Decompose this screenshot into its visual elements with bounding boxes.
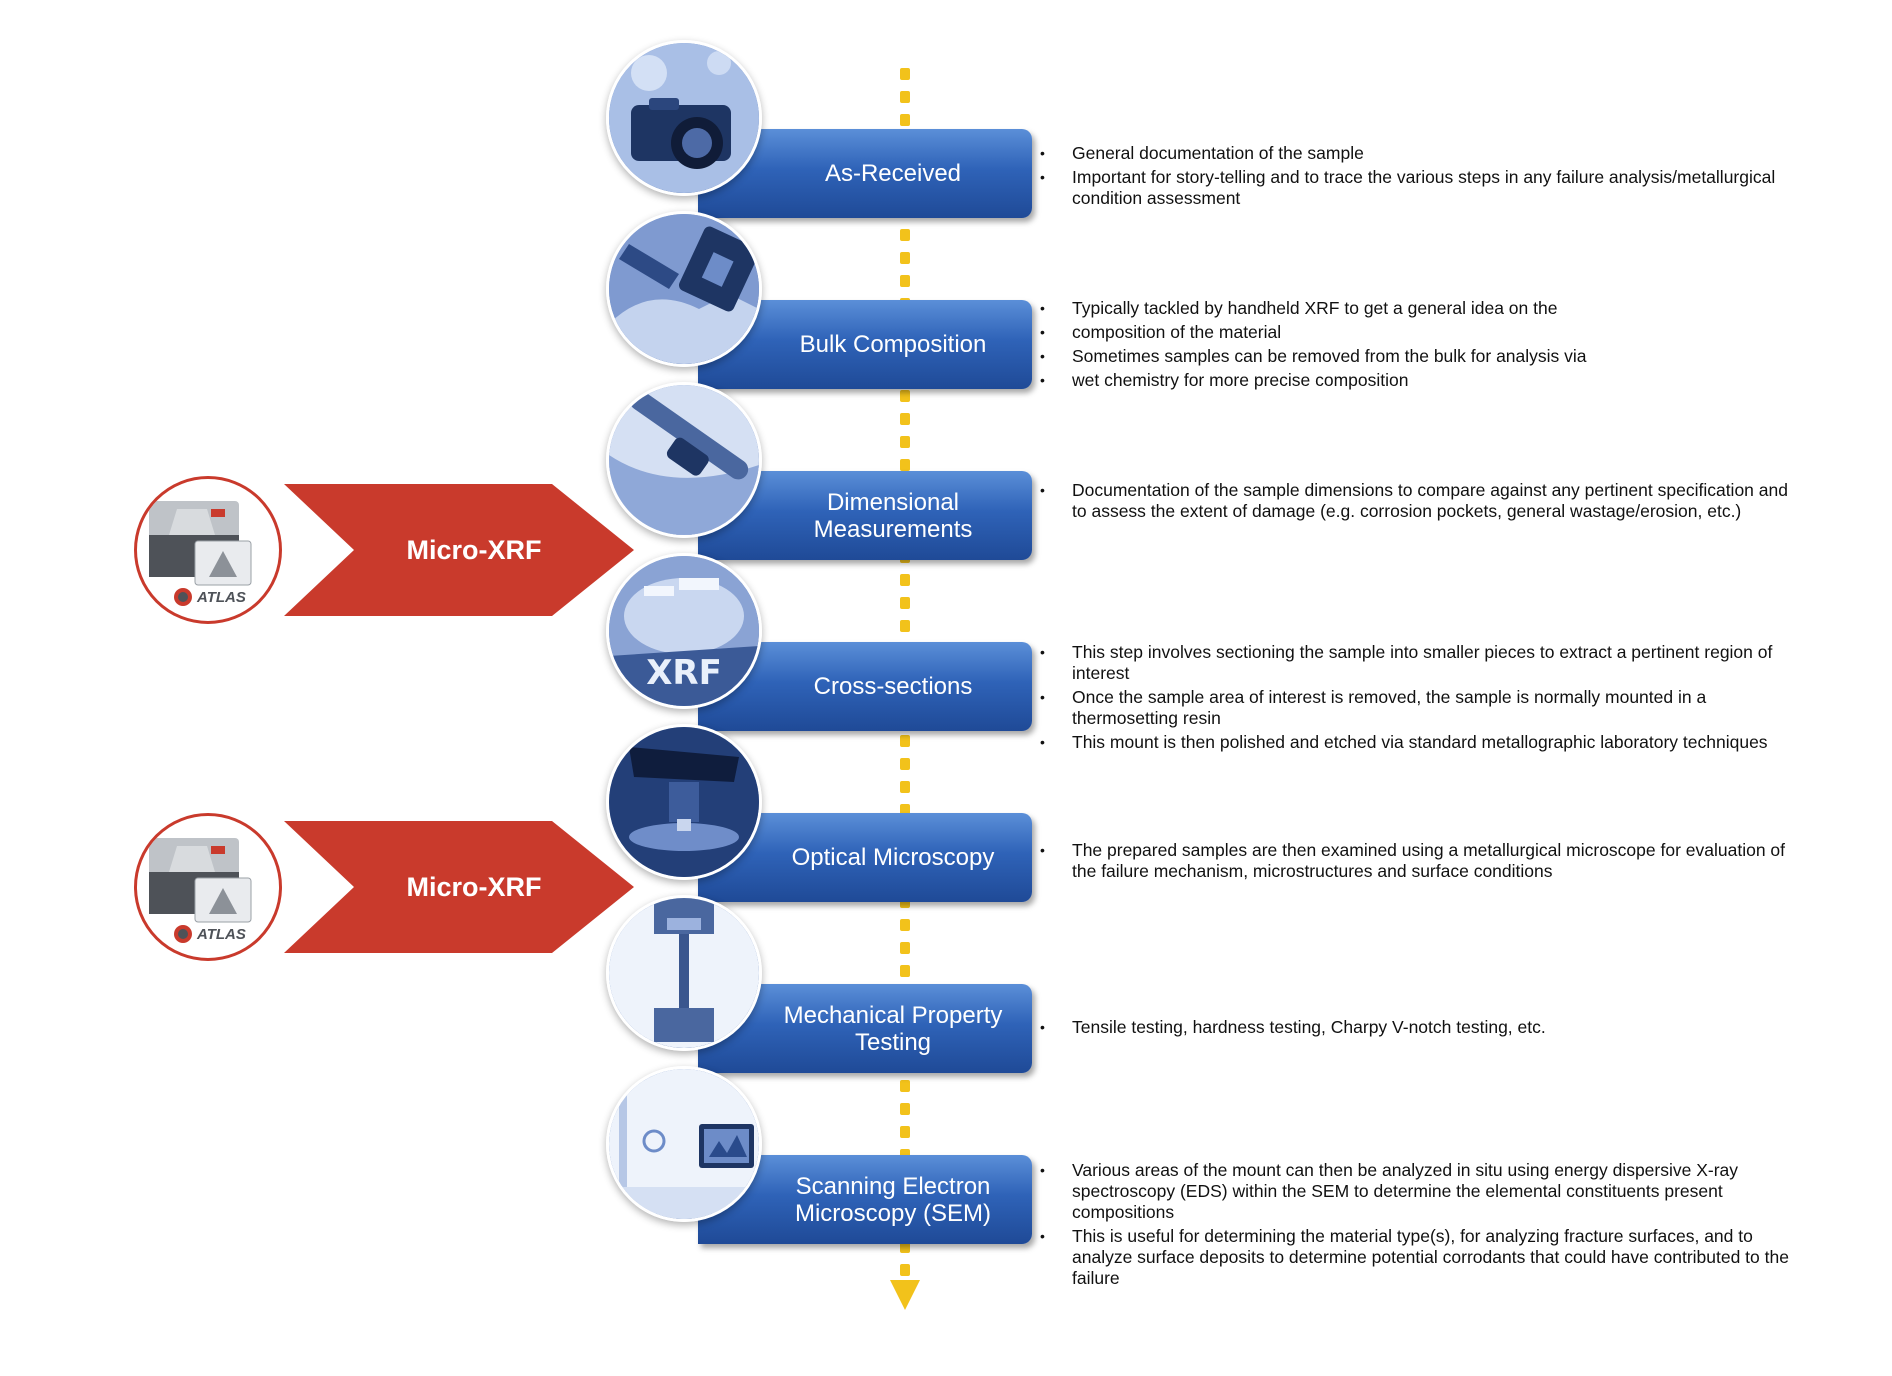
timeline-dot: [900, 1264, 910, 1276]
description-bullet: Typically tackled by handheld XRF to get…: [1040, 298, 1800, 319]
timeline-dot: [900, 390, 910, 402]
description-bullet-list: This step involves sectioning the sample…: [1040, 642, 1800, 753]
step-title: Scanning Electron Microscopy (SEM): [794, 1172, 992, 1227]
step-title-bar: Dimensional Measurements: [698, 471, 1032, 560]
step-description: Tensile testing, hardness testing, Charp…: [1040, 1017, 1800, 1041]
timeline-dot: [900, 574, 910, 586]
timeline-dot: [900, 252, 910, 264]
step-description: This step involves sectioning the sample…: [1040, 642, 1800, 756]
timeline-dot: [900, 919, 910, 931]
micro-xrf-label: Micro-XRF: [406, 534, 542, 565]
step-photo-art: XRF: [609, 556, 759, 706]
step-photo-art: [609, 385, 759, 535]
timeline-dot: [900, 620, 910, 632]
timeline-dot: [900, 229, 910, 241]
description-bullet: This is useful for determining the mater…: [1040, 1226, 1800, 1289]
atlas-logo-text: ATLAS: [196, 926, 246, 943]
step-description: Documentation of the sample dimensions t…: [1040, 480, 1800, 525]
process-step: Bulk Composition: [606, 211, 1034, 401]
micro-xrf-callout: ATLAS Micro-XRF: [134, 813, 634, 963]
process-step: Dimensional Measurements: [606, 382, 1034, 572]
process-step: Optical Microscopy: [606, 724, 1034, 914]
step-photo-art: [609, 43, 759, 193]
description-bullet-list: Tensile testing, hardness testing, Charp…: [1040, 1017, 1800, 1038]
timeline-dot: [900, 413, 910, 425]
atlas-logo-text: ATLAS: [196, 589, 246, 606]
mounted-sample-photo-icon: XRF: [606, 553, 762, 709]
timeline-dot: [900, 1103, 910, 1115]
step-title: Optical Microscopy: [791, 844, 995, 871]
description-bullet: Once the sample area of interest is remo…: [1040, 687, 1800, 729]
atlas-instrument-photo-icon: ATLAS: [134, 813, 282, 961]
description-bullet-list: The prepared samples are then examined u…: [1040, 840, 1800, 882]
step-title: Mechanical Property Testing: [783, 1001, 1003, 1056]
timeline-dot: [900, 781, 910, 793]
timeline-dot: [900, 597, 910, 609]
description-bullet-list: General documentation of the sampleImpor…: [1040, 143, 1800, 209]
timeline-dot: [900, 1080, 910, 1092]
description-bullet: Various areas of the mount can then be a…: [1040, 1160, 1800, 1223]
step-description: Various areas of the mount can then be a…: [1040, 1160, 1800, 1292]
description-bullet: wet chemistry for more precise compositi…: [1040, 370, 1800, 391]
description-bullet: Sometimes samples can be removed from th…: [1040, 346, 1800, 367]
timeline-dot: [900, 942, 910, 954]
timeline-dot: [900, 275, 910, 287]
timeline-dot: [900, 68, 910, 80]
description-bullet-list: Typically tackled by handheld XRF to get…: [1040, 298, 1800, 391]
process-step: Mechanical Property Testing: [606, 895, 1034, 1085]
tensile-tester-photo-icon: [606, 895, 762, 1051]
timeline-dot: [900, 758, 910, 770]
atlas-instrument-art: ATLAS: [149, 838, 252, 943]
process-step: As-Received: [606, 40, 1034, 230]
timeline-dot: [900, 735, 910, 747]
chevron-arrow-icon: [284, 484, 634, 616]
sem-station-photo-icon: [606, 1066, 762, 1222]
description-bullet: Tensile testing, hardness testing, Charp…: [1040, 1017, 1800, 1038]
step-title: Bulk Composition: [799, 331, 987, 358]
description-bullet: Important for story-telling and to trace…: [1040, 167, 1800, 209]
process-step: Cross-sections XRF: [606, 553, 1034, 743]
description-bullet: General documentation of the sample: [1040, 143, 1800, 164]
step-description: General documentation of the sampleImpor…: [1040, 143, 1800, 212]
handheld-xrf-photo-icon: [606, 211, 762, 367]
timeline-dot: [900, 459, 910, 471]
step-description: Typically tackled by handheld XRF to get…: [1040, 298, 1800, 394]
timeline-dot: [900, 804, 910, 816]
timeline-dot: [900, 114, 910, 126]
photo-watermark-text: XRF: [646, 653, 722, 693]
timeline-dot: [900, 896, 910, 908]
description-bullet: Documentation of the sample dimensions t…: [1040, 480, 1800, 522]
description-bullet-list: Documentation of the sample dimensions t…: [1040, 480, 1800, 522]
timeline-dot: [900, 1126, 910, 1138]
timeline-dot: [900, 91, 910, 103]
camera-photo-icon: [606, 40, 762, 196]
timeline-dot: [900, 436, 910, 448]
caliper-photo-icon: [606, 382, 762, 538]
description-bullet: The prepared samples are then examined u…: [1040, 840, 1800, 882]
micro-xrf-callout: ATLAS Micro-XRF: [134, 476, 634, 626]
step-title: As-Received: [824, 160, 962, 187]
chevron-arrow-icon: [284, 821, 634, 953]
atlas-instrument-photo-icon: ATLAS: [134, 476, 282, 624]
timeline-dot: [900, 965, 910, 977]
step-photo-art: [609, 214, 759, 364]
timeline-dot: [900, 1241, 910, 1253]
process-step: Scanning Electron Microscopy (SEM): [606, 1066, 1034, 1256]
microscope-photo-icon: [606, 724, 762, 880]
step-photo-art: [609, 1069, 759, 1219]
step-photo-art: [609, 898, 759, 1048]
step-description: The prepared samples are then examined u…: [1040, 840, 1800, 885]
description-bullet: composition of the material: [1040, 322, 1800, 343]
description-bullet: This step involves sectioning the sample…: [1040, 642, 1800, 684]
step-title: Cross-sections: [813, 673, 973, 700]
step-photo-art: [609, 727, 759, 877]
description-bullet-list: Various areas of the mount can then be a…: [1040, 1160, 1800, 1289]
step-title: Dimensional Measurements: [813, 488, 973, 543]
micro-xrf-label: Micro-XRF: [406, 871, 542, 902]
description-bullet: This mount is then polished and etched v…: [1040, 732, 1800, 753]
timeline-arrow-head: [890, 1280, 920, 1310]
atlas-instrument-art: ATLAS: [149, 501, 252, 606]
